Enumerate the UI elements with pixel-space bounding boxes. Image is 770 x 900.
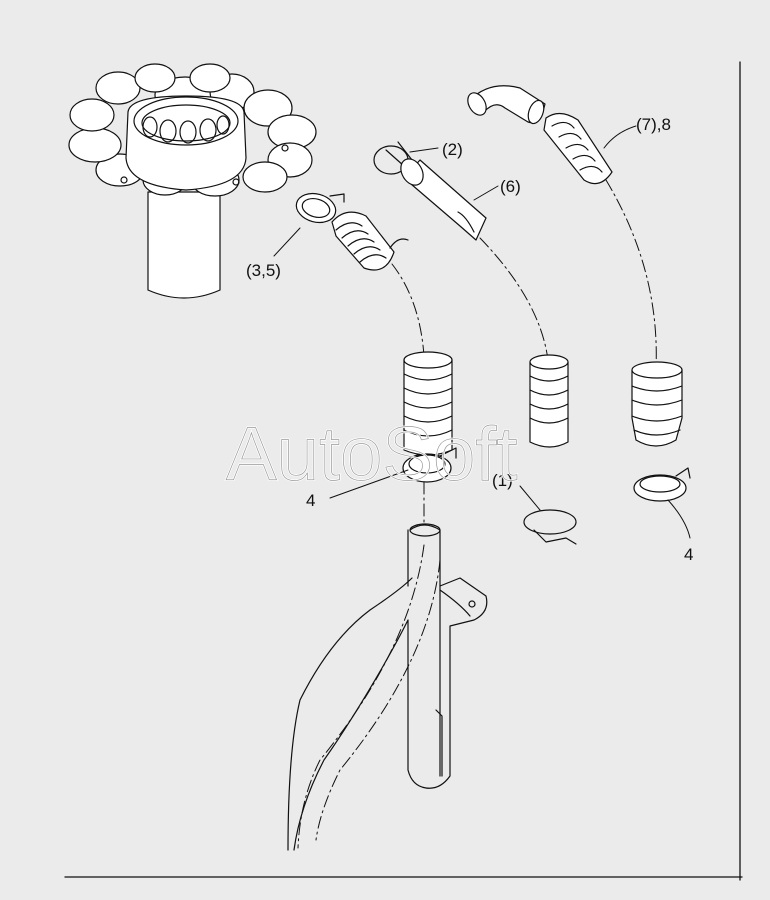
label-part-2: (2) xyxy=(442,140,463,159)
corrugated-hose-lower-left xyxy=(403,351,453,456)
leader-4-left xyxy=(329,469,409,499)
label-part-7-8: (7),8 xyxy=(636,115,671,134)
spring-clip-1 xyxy=(523,509,577,545)
label-part-4-left: 4 xyxy=(306,491,315,510)
routing-line-middle xyxy=(479,237,549,361)
elbow-fitting xyxy=(467,85,546,125)
corrugated-hose-3-5 xyxy=(331,211,409,271)
leader-3-5 xyxy=(273,227,301,257)
routing-line-boot-inner xyxy=(315,559,441,841)
reducer-tube-6 xyxy=(400,158,487,241)
watermark-outline: AutoSoft xyxy=(226,412,518,497)
leader-7-8 xyxy=(603,125,637,149)
routing-line-boot-outer xyxy=(297,544,425,849)
hose-clamp-3-5 xyxy=(295,192,345,224)
label-part-6: (6) xyxy=(500,177,521,196)
leader-4-right xyxy=(667,499,691,539)
ribbed-hose-7-8 xyxy=(543,112,613,185)
distributor-head xyxy=(68,63,317,299)
watermark-text: AutoSoft xyxy=(226,412,518,497)
hose-clamp-4-right xyxy=(633,467,691,502)
leader-6 xyxy=(473,185,499,201)
leader-2 xyxy=(409,147,439,153)
seed-boot xyxy=(287,523,488,851)
label-part-3-5: (3,5) xyxy=(246,261,281,280)
label-part-4-right: 4 xyxy=(684,545,693,564)
label-part-1: (1) xyxy=(492,471,513,490)
hose-clamp-4-left xyxy=(402,447,457,483)
hose-right xyxy=(631,361,683,447)
routing-line-left xyxy=(391,263,425,357)
corrugated-hose-middle xyxy=(529,354,569,448)
routing-line-right xyxy=(605,179,657,369)
leader-1 xyxy=(519,485,541,511)
